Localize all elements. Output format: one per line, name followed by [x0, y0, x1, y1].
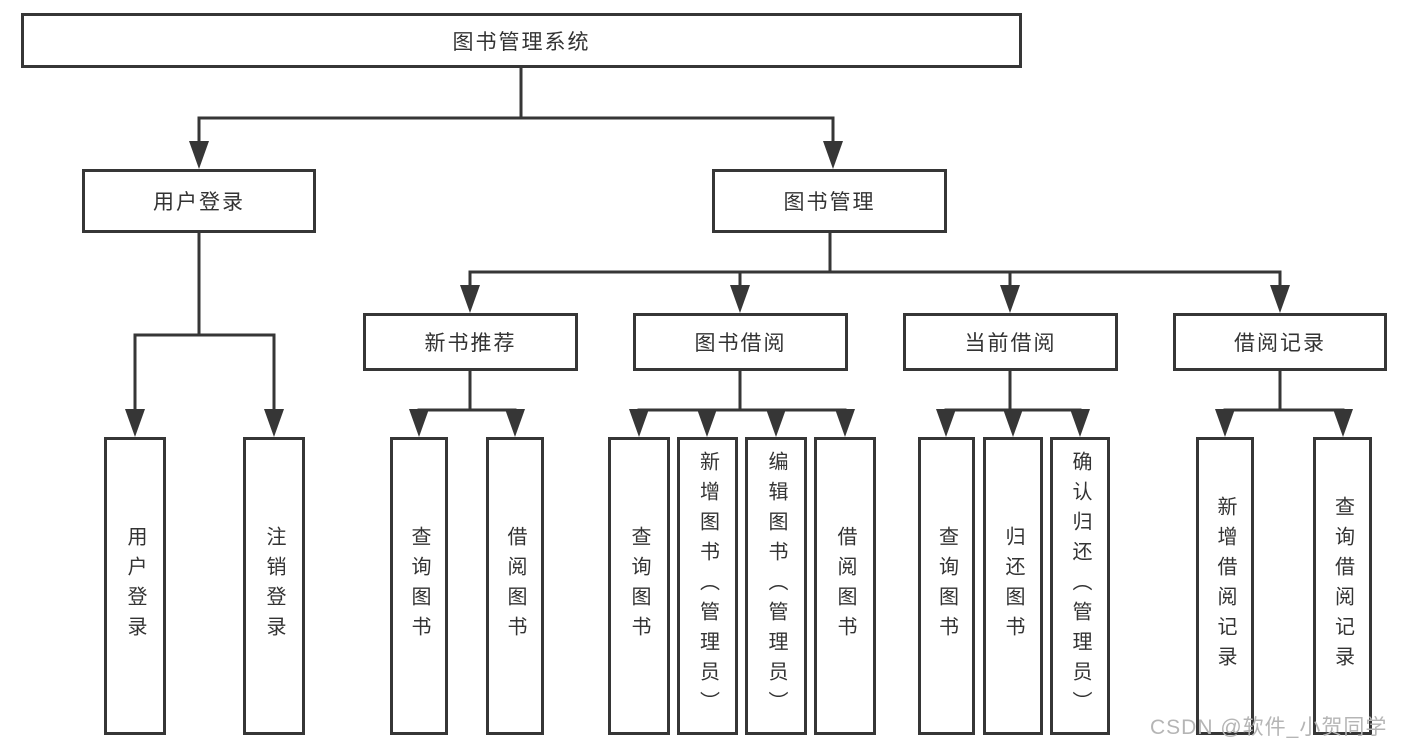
node-leaf-logout: 注销登录	[243, 437, 305, 735]
arrowhead-icon	[1000, 285, 1020, 313]
arrowhead-icon	[409, 409, 429, 437]
arrowhead-icon	[1070, 409, 1090, 437]
node-leaf-cb-return: 归还图书	[983, 437, 1043, 735]
arrowhead-icon	[697, 409, 717, 437]
arrowhead-icon	[1003, 409, 1023, 437]
node-leaf-user-login: 用户登录	[104, 437, 166, 735]
arrowhead-icon	[835, 409, 855, 437]
node-leaf-nbr-query: 查询图书	[390, 437, 448, 735]
arrowhead-icon	[936, 409, 956, 437]
arrowhead-icon	[766, 409, 786, 437]
node-user-login-group: 用户登录	[82, 169, 316, 233]
node-leaf-bb-edit: 编辑图书（管理员）	[745, 437, 807, 735]
node-root: 图书管理系统	[21, 13, 1022, 68]
node-book-mgmt-group: 图书管理	[712, 169, 947, 233]
arrowhead-icon	[629, 409, 649, 437]
node-book-borrow: 图书借阅	[633, 313, 848, 371]
arrowhead-icon	[823, 141, 843, 169]
arrowhead-icon	[460, 285, 480, 313]
arrowhead-icon	[189, 141, 209, 169]
node-new-book-rec: 新书推荐	[363, 313, 578, 371]
watermark-text: CSDN @软件_小贺同学	[1150, 716, 1388, 739]
node-leaf-bb-query: 查询图书	[608, 437, 670, 735]
watermark: CSDN @软件_小贺同学	[1150, 711, 1387, 741]
node-leaf-cb-query: 查询图书	[918, 437, 975, 735]
node-leaf-nbr-borrow: 借阅图书	[486, 437, 544, 735]
node-current-borrow: 当前借阅	[903, 313, 1118, 371]
arrowhead-icon	[1270, 285, 1290, 313]
arrowhead-icon	[1215, 409, 1235, 437]
node-leaf-br-query: 查询借阅记录	[1313, 437, 1372, 735]
node-borrow-records: 借阅记录	[1173, 313, 1387, 371]
arrowhead-icon	[730, 285, 750, 313]
node-leaf-cb-confirm: 确认归还（管理员）	[1050, 437, 1110, 735]
node-leaf-bb-add: 新增图书（管理员）	[677, 437, 738, 735]
arrowhead-icon	[505, 409, 525, 437]
node-leaf-bb-borrow: 借阅图书	[814, 437, 876, 735]
arrowhead-icon	[125, 409, 145, 437]
arrowhead-icon	[264, 409, 284, 437]
node-leaf-br-add: 新增借阅记录	[1196, 437, 1254, 735]
arrowhead-icon	[1333, 409, 1353, 437]
